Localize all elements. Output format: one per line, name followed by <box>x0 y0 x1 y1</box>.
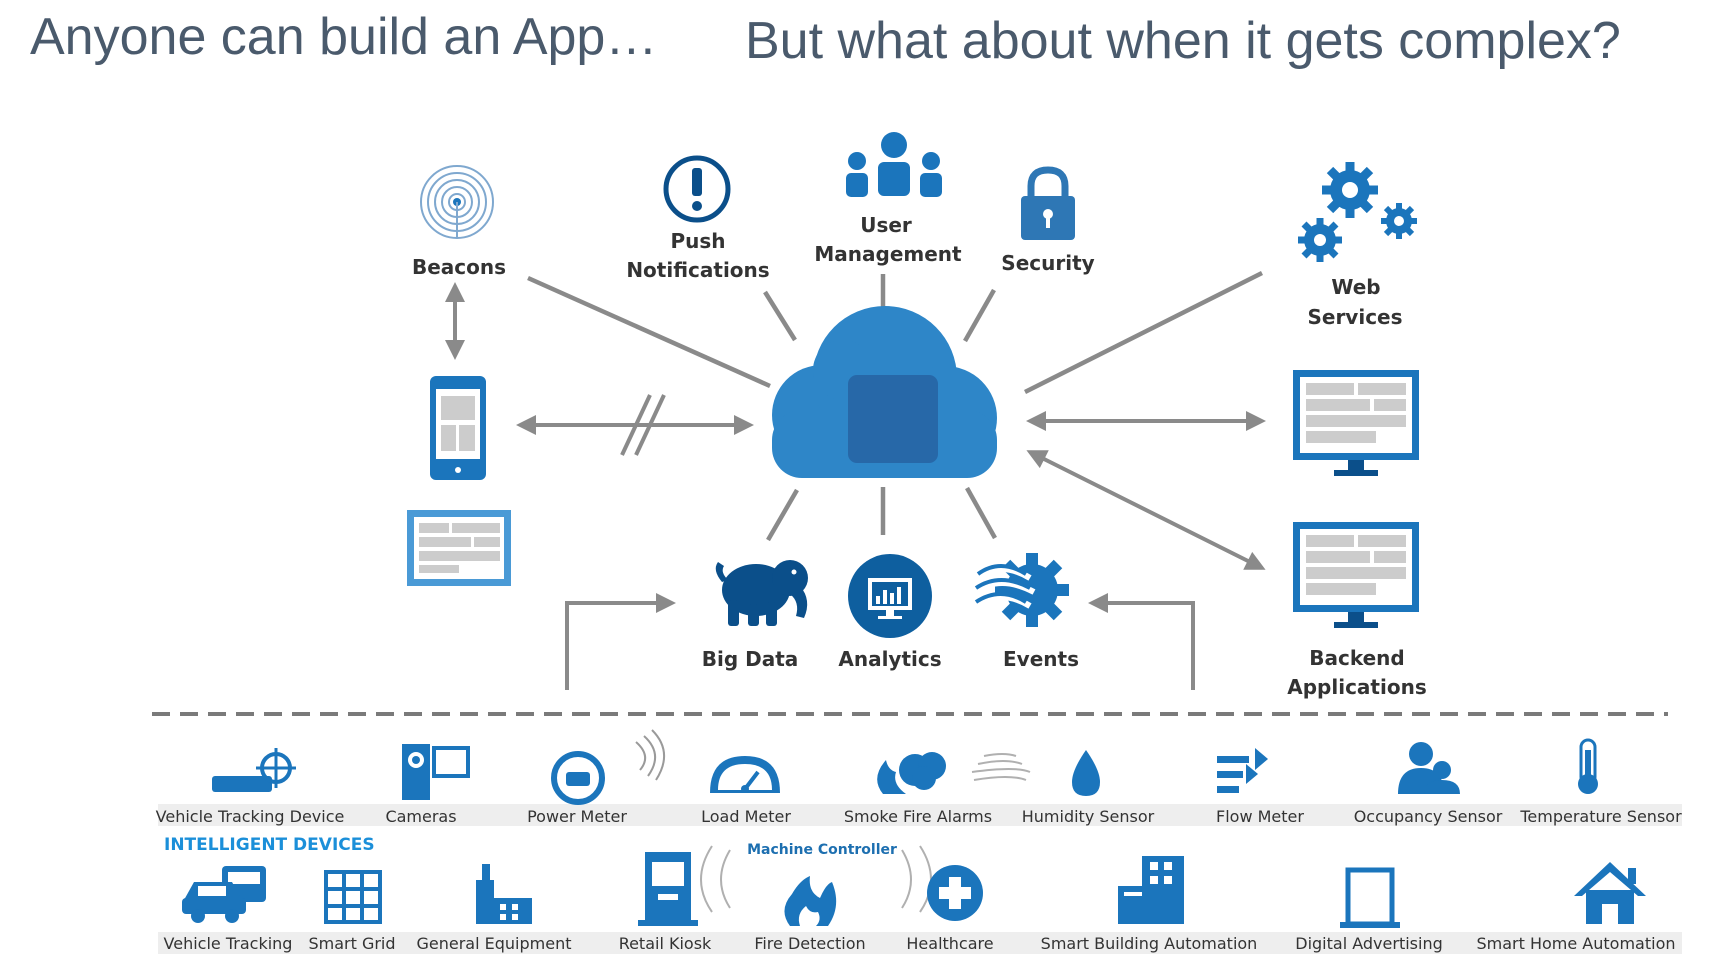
device-label: Retail Kiosk <box>619 934 712 953</box>
tablet-icon <box>407 510 511 586</box>
user-management-label-line1: User <box>860 213 912 237</box>
device-label: Cameras <box>385 807 456 826</box>
device-label: Smart Building Automation <box>1041 934 1258 953</box>
device-label: Flow Meter <box>1216 807 1304 826</box>
device-label: Humidity Sensor <box>1022 807 1155 826</box>
user-group-icon <box>846 132 942 197</box>
thermometer-icon <box>1578 738 1598 794</box>
general-equipment-icon <box>476 864 532 924</box>
device-label: Smoke Fire Alarms <box>844 807 992 826</box>
vehicle-tracking-device-icon <box>212 748 296 792</box>
vehicle-tracking-icon <box>182 866 266 923</box>
device-label: Vehicle Tracking <box>164 934 293 953</box>
smart-home-icon <box>1574 862 1646 924</box>
title-right: But what about when it gets complex? <box>745 12 1621 70</box>
events-label: Events <box>1003 647 1079 671</box>
device-label: Power Meter <box>527 807 627 826</box>
smart-building-icon <box>1118 856 1184 924</box>
digital-advertising-icon <box>1340 867 1400 928</box>
retail-kiosk-icon <box>638 852 698 926</box>
intelligent-devices-heading: INTELLIGENT DEVICES <box>164 835 375 855</box>
arrows <box>445 282 1266 690</box>
smart-grid-icon <box>324 870 382 924</box>
beacon-icon <box>420 165 494 239</box>
device-row2-strip <box>158 932 1682 954</box>
device-label: Healthcare <box>906 934 993 953</box>
push-label-line2: Notifications <box>626 258 769 282</box>
power-meter-icon <box>551 729 665 805</box>
events-gear-icon <box>973 553 1069 627</box>
healthcare-icon <box>927 865 983 921</box>
device-label: Vehicle Tracking Device <box>156 807 345 826</box>
web-services-label-line2: Services <box>1307 305 1402 329</box>
gears-icon <box>1298 162 1417 262</box>
device-label: Smart Grid <box>308 934 395 953</box>
user-management-label-line2: Management <box>814 242 962 266</box>
fire-detection-icon <box>700 845 932 926</box>
device-label: Load Meter <box>701 807 791 826</box>
device-label: Smart Home Automation <box>1476 934 1675 953</box>
mobile-phone-icon <box>430 376 486 480</box>
humidity-drop-icon <box>1072 750 1100 796</box>
device-label: Fire Detection <box>754 934 865 953</box>
connector-lines <box>527 270 1264 542</box>
beacons-label: Beacons <box>412 255 506 279</box>
web-services-label-line1: Web <box>1331 275 1380 299</box>
device-row1-strip <box>158 804 1682 826</box>
lock-icon <box>1021 166 1075 240</box>
device-label: Digital Advertising <box>1295 934 1442 953</box>
device-label: Temperature Sensor <box>1519 807 1682 826</box>
camera-icon <box>402 744 470 800</box>
device-label: Occupancy Sensor <box>1354 807 1503 826</box>
exclamation-icon <box>663 155 731 223</box>
device-row1-labels: Vehicle Tracking Device Cameras Power Me… <box>156 807 1682 826</box>
monitor-icon <box>1293 370 1419 476</box>
elephant-icon <box>715 560 808 626</box>
backend-label-line2: Applications <box>1287 675 1426 699</box>
machine-controller-label: Machine Controller <box>747 842 897 858</box>
smoke-fire-alarm-icon <box>877 752 1031 794</box>
title-left: Anyone can build an App… <box>30 8 657 66</box>
flow-meter-icon <box>1217 748 1268 793</box>
push-label-line1: Push <box>670 229 725 253</box>
device-row2-labels: Vehicle Tracking Smart Grid General Equi… <box>164 934 1676 953</box>
device-label: General Equipment <box>417 934 572 953</box>
load-meter-icon <box>710 756 780 793</box>
analytics-icon <box>848 554 932 638</box>
analytics-label: Analytics <box>838 647 941 671</box>
security-label: Security <box>1001 251 1094 275</box>
occupancy-sensor-icon <box>1398 742 1460 794</box>
backend-label-line1: Backend <box>1309 646 1404 670</box>
backend-monitor-icon <box>1293 522 1419 628</box>
cloud-icon <box>772 306 997 478</box>
big-data-label: Big Data <box>702 647 799 671</box>
